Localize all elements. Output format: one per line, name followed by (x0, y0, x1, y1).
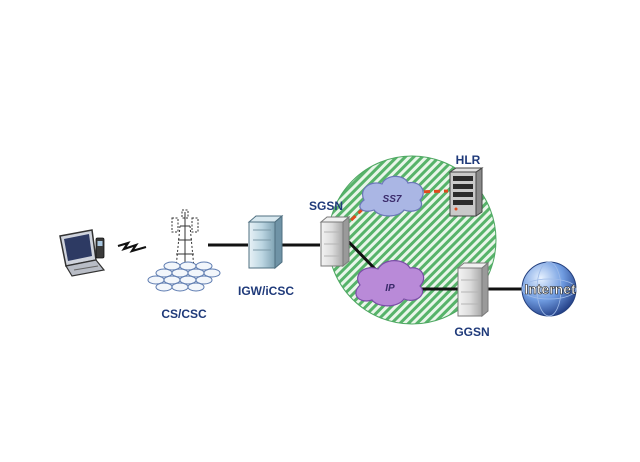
laptop-phone-icon (59, 229, 106, 277)
hlr-rack-icon (448, 167, 484, 217)
ss7-cloud-label: SS7 (383, 194, 402, 205)
sgsn-server-rack-icon (319, 215, 351, 268)
igw-icsc-label: IGW/iCSC (238, 284, 294, 298)
sgsn-label: SGSN (309, 199, 343, 213)
antenna-tower-icon (171, 209, 199, 269)
cs-csc-label: CS/CSC (161, 307, 207, 321)
igw-server-rack-icon (247, 214, 284, 270)
globe-icon (521, 261, 577, 317)
ip-cloud-label: IP (385, 283, 395, 294)
hlr-label: HLR (456, 153, 481, 167)
cell-grid-icon (147, 261, 221, 292)
radio-link-icon (117, 241, 147, 253)
ggsn-label: GGSN (454, 325, 489, 339)
ggsn-server-rack-icon (456, 261, 490, 318)
ip-cloud-icon (355, 260, 425, 307)
ss7-cloud-icon (359, 175, 424, 217)
internet-label: Internet (524, 281, 576, 297)
link-sgsn-ip (342, 235, 380, 274)
